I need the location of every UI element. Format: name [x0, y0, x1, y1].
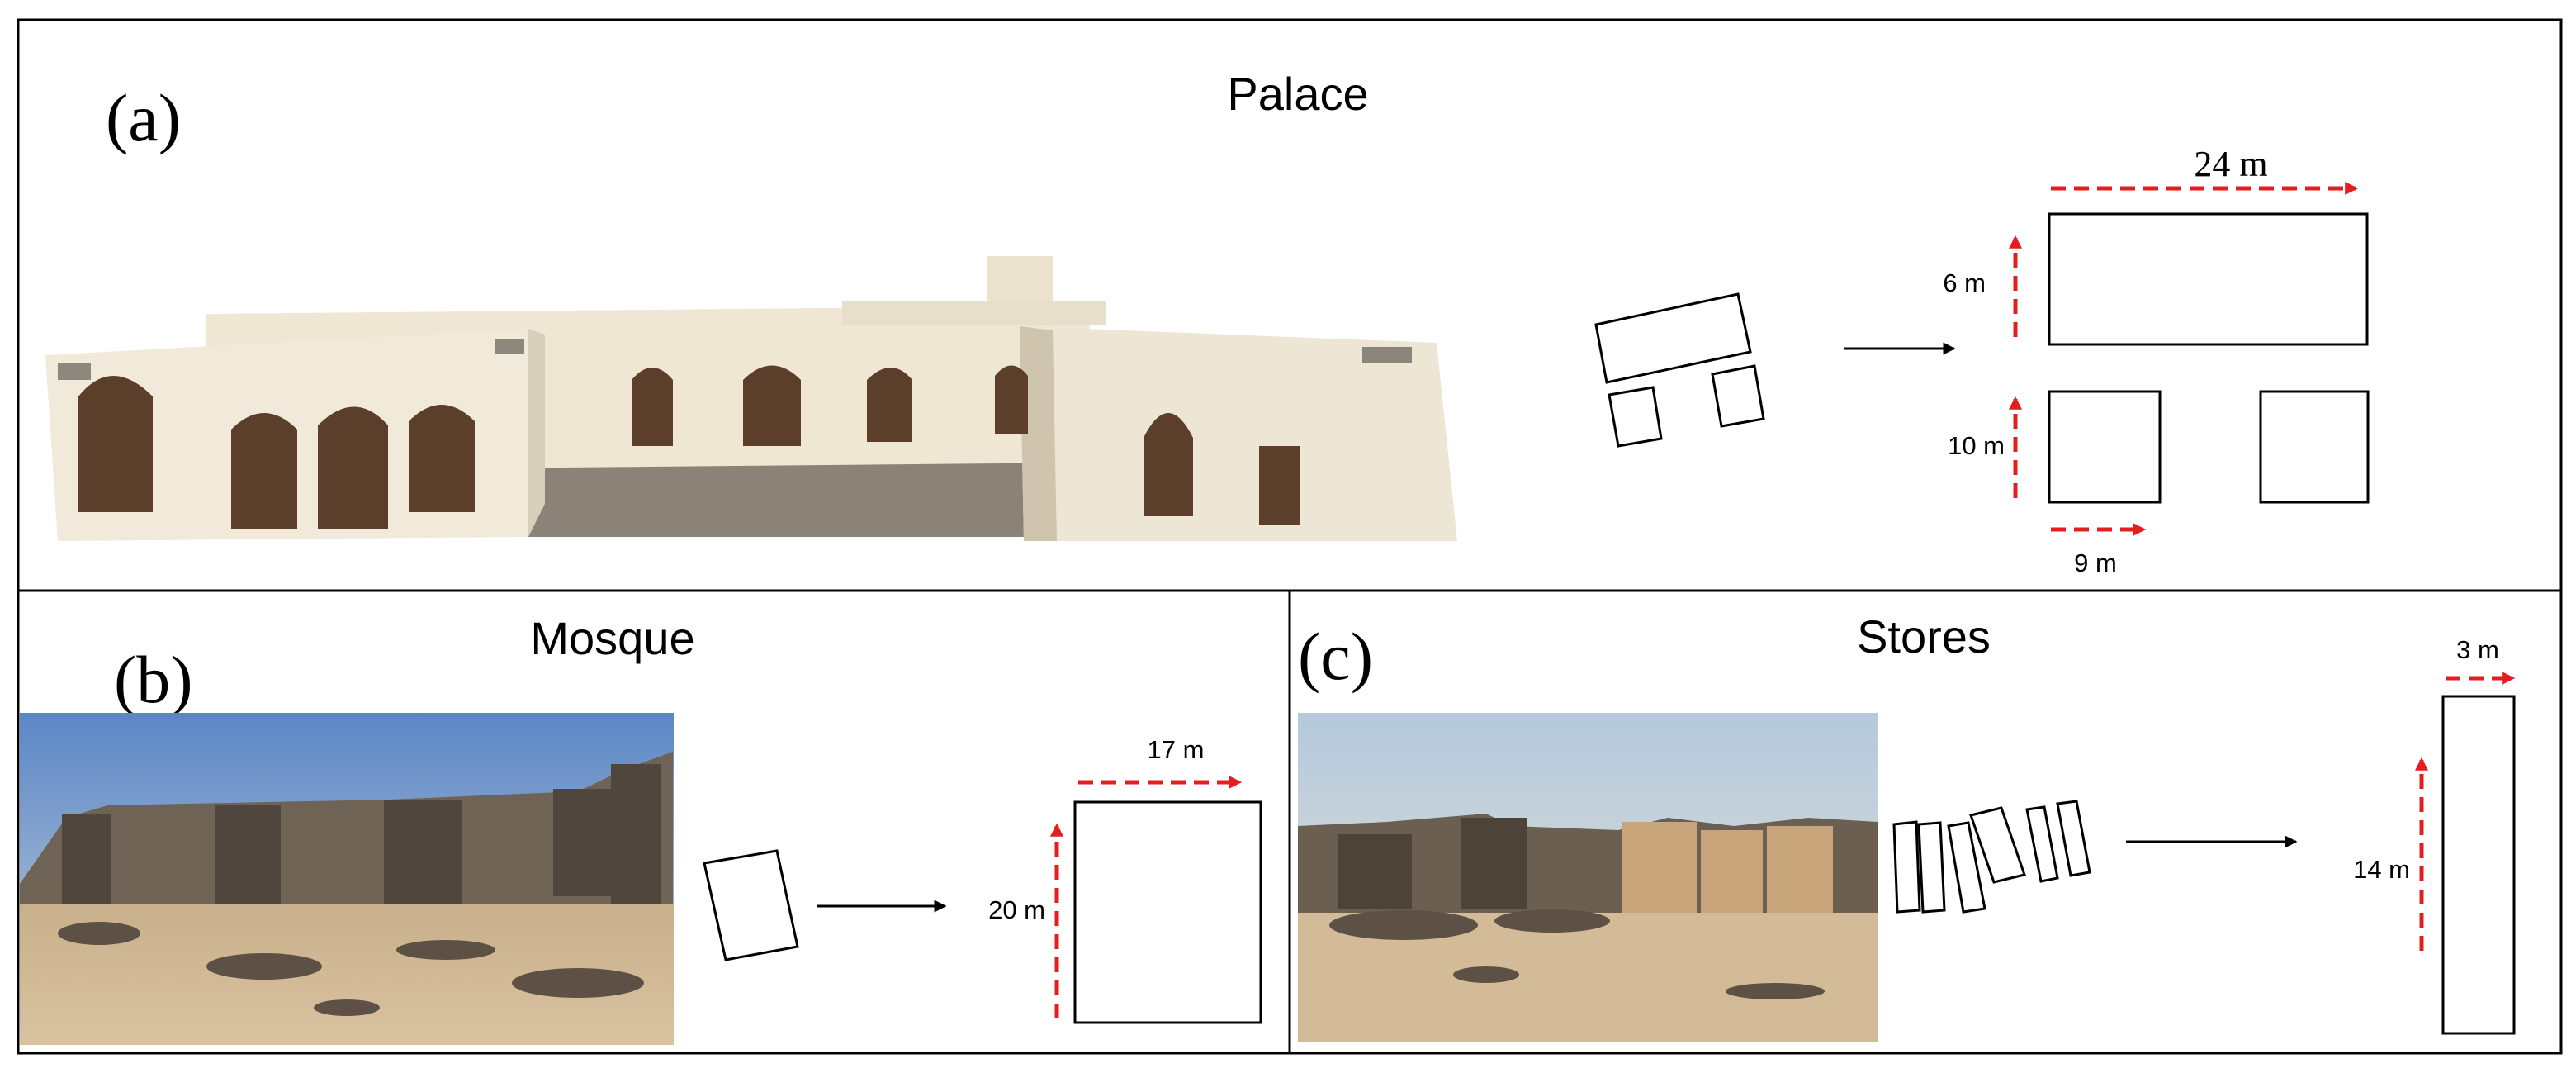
dimension-label: 14 m — [2353, 855, 2410, 884]
panel-title: Mosque — [530, 612, 694, 664]
panel-frames — [17, 18, 2563, 1055]
panel-mosque: (b) Mosque — [20, 612, 1262, 1045]
dimension-label: 24 m — [2194, 144, 2267, 184]
mosque-regularized-layout — [1073, 800, 1262, 1024]
panel-letter: (b) — [114, 642, 193, 717]
dimension-label: 20 m — [988, 895, 1045, 924]
dimension-label: 17 m — [1148, 735, 1205, 764]
dimension-label: 3 m — [2456, 635, 2499, 664]
dimension-arrows — [2008, 181, 2359, 537]
stores-photo — [1298, 713, 1878, 1042]
mosque-photo — [20, 713, 674, 1045]
dimension-arrows — [2414, 671, 2516, 951]
panel-letter: (c) — [1298, 619, 1373, 694]
stores-regularized-layout — [2441, 695, 2516, 1035]
palace-original-layout — [1594, 292, 1765, 448]
panel-letter: (a) — [106, 80, 181, 155]
dimension-arrows — [1049, 775, 1243, 1018]
dimension-label: 10 m — [1948, 431, 2005, 460]
palace-photo — [45, 256, 1457, 541]
mosque-original-layout — [703, 849, 799, 961]
stores-original-layout — [1892, 800, 2091, 914]
panel-title: Palace — [1227, 68, 1368, 120]
panel-palace: (a) Palace — [45, 68, 2370, 577]
dimension-label: 9 m — [2074, 548, 2117, 577]
panel-stores: (c) Stores — [1298, 610, 2516, 1042]
dimension-label: 6 m — [1943, 268, 1986, 297]
palace-regularized-layout — [2048, 212, 2370, 504]
panel-title: Stores — [1857, 610, 1991, 662]
